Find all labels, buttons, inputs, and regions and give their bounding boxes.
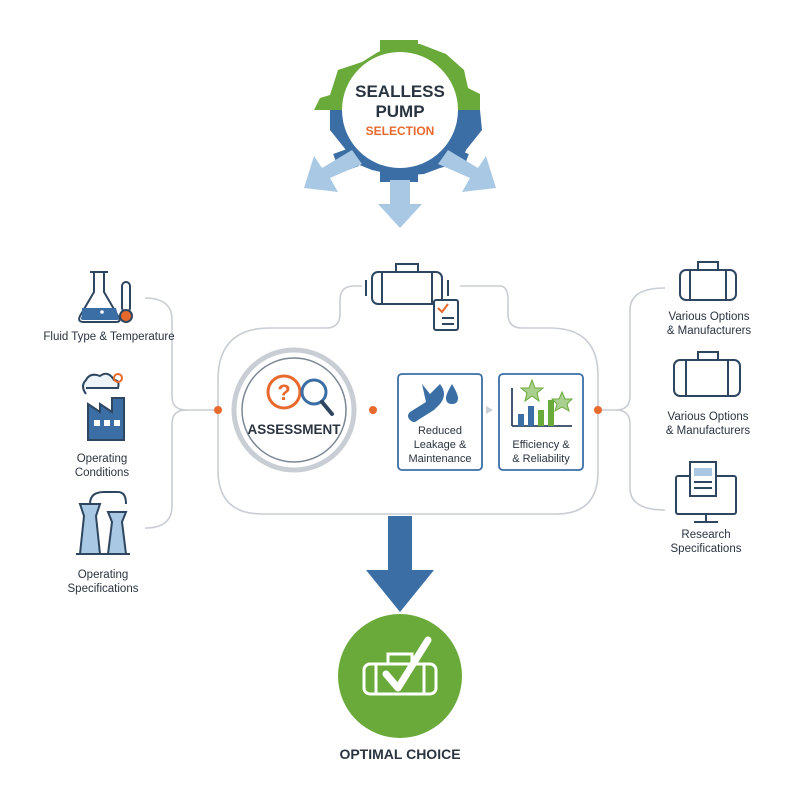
assessment-label: ASSESSMENT <box>247 422 341 437</box>
pump-icon-right-2 <box>673 351 741 397</box>
arrow-down-icon <box>378 180 422 228</box>
output-label-options-1: Various Options& Manufacturers <box>666 311 752 337</box>
monitor-document-icon <box>675 461 737 523</box>
benefit-box-leakage <box>397 373 483 471</box>
title-line-3: SELECTION <box>365 124 435 138</box>
pump-check-icon <box>362 636 438 696</box>
cooling-towers-icon <box>76 491 130 555</box>
result-circle <box>338 614 462 738</box>
checklist-icon <box>433 299 459 331</box>
connector-dot-left <box>214 406 222 414</box>
factory-weather-icon <box>82 372 125 441</box>
connector-dot-right <box>594 406 602 414</box>
arrow-right-icon <box>438 150 496 192</box>
output-label-options-2: Various Options& Manufacturers <box>665 411 751 437</box>
title-line-2: PUMP <box>375 102 425 121</box>
result-label: OPTIMAL CHOICE <box>339 746 461 762</box>
assessment-circle <box>231 347 357 473</box>
arrowhead-right <box>486 406 493 414</box>
arrow-left-icon <box>304 150 362 192</box>
pump-icon-top <box>365 263 449 305</box>
input-label-fluid: Fluid Type & Temperature <box>43 331 175 343</box>
chart-stars-icon <box>511 378 574 427</box>
wrench-drop-icon <box>408 384 458 422</box>
flask-thermometer-icon <box>78 271 133 323</box>
question-magnifier-icon: ? <box>266 374 334 416</box>
connector-lines <box>144 285 666 529</box>
big-down-arrow-icon <box>366 516 434 612</box>
svg-text:?: ? <box>277 380 290 405</box>
benefit-label-efficiency: Efficiency && Reliability <box>512 439 570 465</box>
title-line-1: SEALLESS <box>355 82 445 101</box>
pump-icon-right-1 <box>679 261 737 301</box>
header-arrows <box>304 150 496 228</box>
connector-dot-center <box>369 406 377 414</box>
